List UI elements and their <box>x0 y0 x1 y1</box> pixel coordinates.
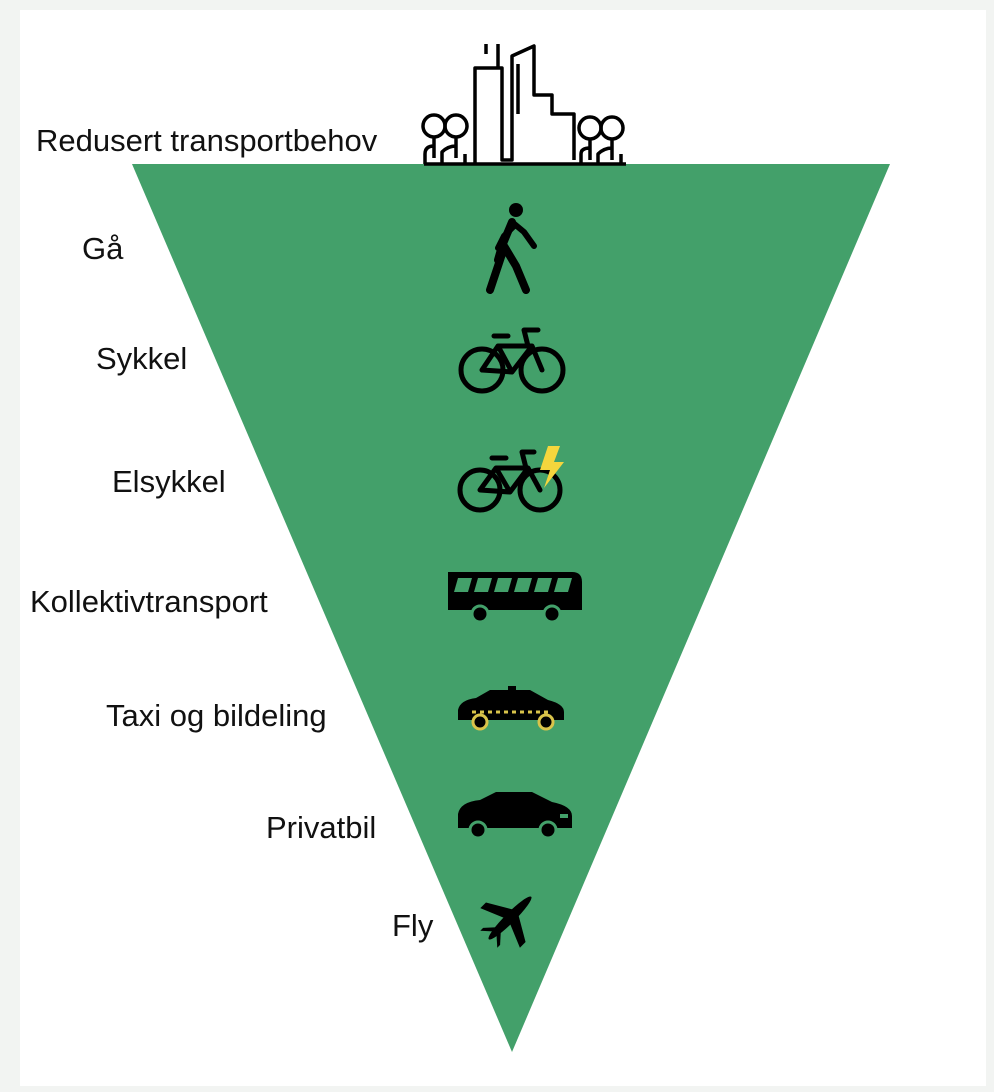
label-e-bike: Elsykkel <box>112 464 226 499</box>
label-taxi-carsharing: Taxi og bildeling <box>106 698 327 733</box>
car-icon <box>458 792 572 840</box>
label-private-car: Privatbil <box>266 810 377 845</box>
city-skyline-icon <box>421 44 626 166</box>
bicycle-icon <box>458 327 566 394</box>
pedestrian-icon <box>486 203 537 294</box>
e-bike-icon <box>457 449 563 513</box>
label-walk: Gå <box>82 231 124 266</box>
bus-icon <box>448 572 582 624</box>
transport-pyramid <box>132 44 890 1052</box>
diagram-canvas: Redusert transportbehov Gå Sykkel Elsykk… <box>20 10 986 1086</box>
airplane-icon <box>480 896 532 948</box>
label-bicycle: Sykkel <box>96 341 188 376</box>
label-reduced-transport-need: Redusert transportbehov <box>36 123 378 158</box>
label-plane: Fly <box>392 908 434 943</box>
label-public-transport: Kollektivtransport <box>30 584 268 619</box>
lightning-bolt-icon <box>540 446 564 488</box>
taxi-icon <box>458 686 564 731</box>
